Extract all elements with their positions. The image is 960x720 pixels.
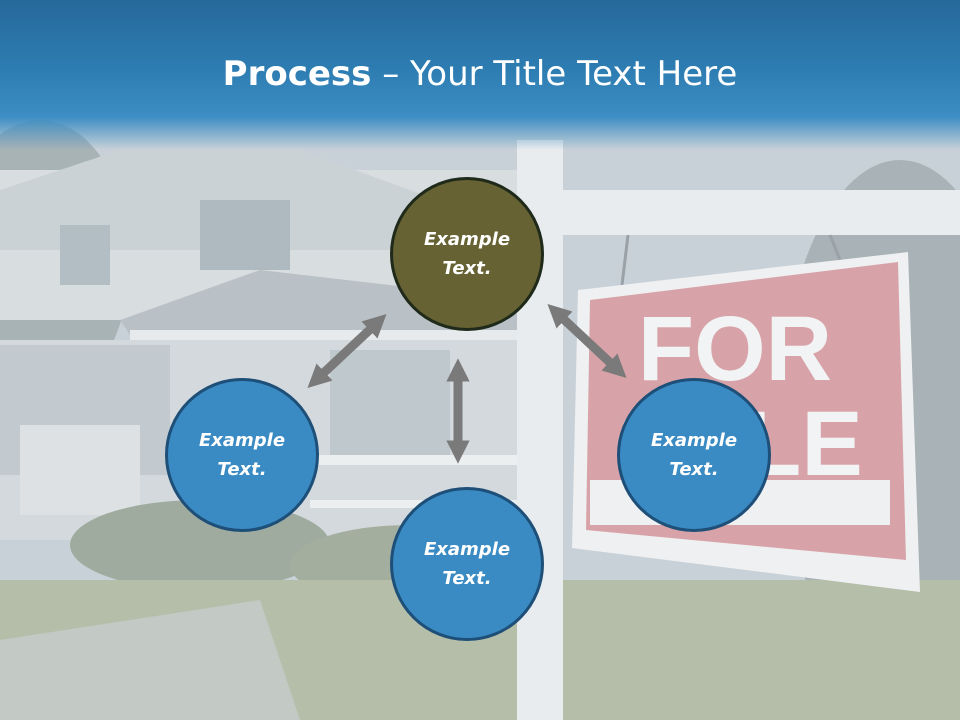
circle-right-line2: Text. (669, 459, 719, 480)
arrow-top-right (547, 304, 627, 378)
circle-right[interactable]: Example Text. (617, 378, 771, 532)
circle-bottom-line1: Example (423, 539, 511, 560)
circle-top-line1: Example (423, 229, 511, 250)
circle-left[interactable]: Example Text. (165, 378, 319, 532)
slide-title[interactable]: Process – Your Title Text Here (0, 52, 960, 96)
header-bar (0, 0, 960, 150)
circle-bottom-line2: Text. (442, 568, 492, 589)
circle-top[interactable]: Example Text. (390, 177, 544, 331)
title-bold: Process (222, 54, 372, 94)
circle-bottom[interactable]: Example Text. (390, 487, 544, 641)
arrow-top-left (307, 314, 387, 388)
circle-top-line2: Text. (442, 258, 492, 279)
circle-right-line1: Example (650, 430, 738, 451)
circle-left-line2: Text. (217, 459, 267, 480)
circle-left-line1: Example (198, 430, 286, 451)
title-rest: Your Title Text Here (410, 54, 738, 94)
title-separator: – (371, 54, 411, 94)
